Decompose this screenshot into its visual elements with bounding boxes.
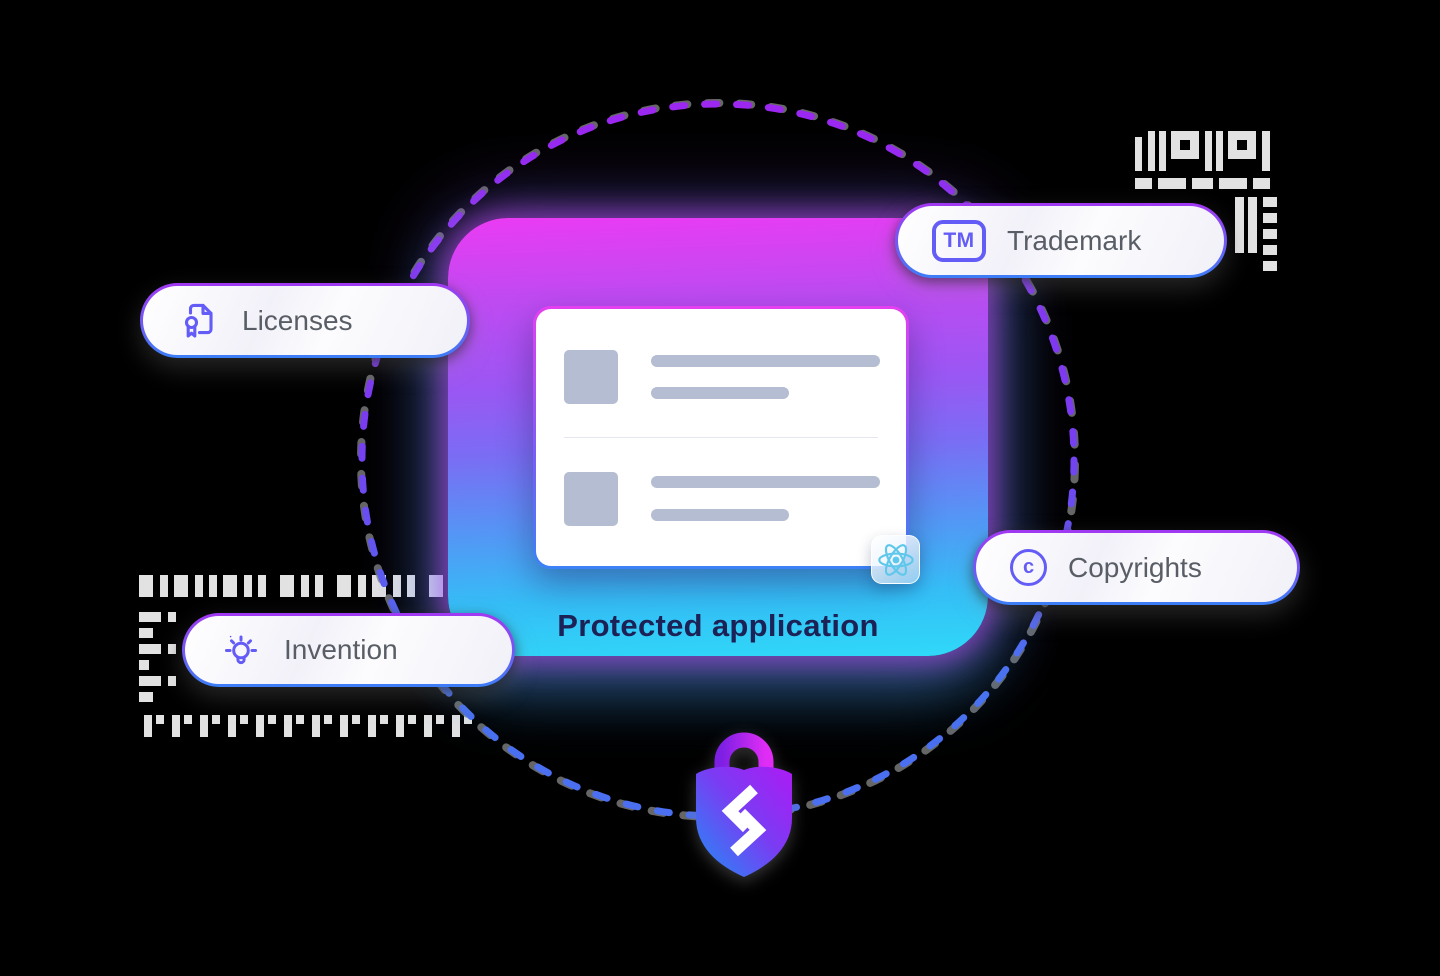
- pattern-cell: [195, 575, 203, 597]
- lock-shackle: [714, 732, 774, 788]
- react-icon: [877, 543, 914, 576]
- pattern-cell: [380, 715, 388, 724]
- pattern-cell: [1248, 197, 1257, 253]
- pattern-cell: [1135, 137, 1142, 171]
- pattern-cell: [352, 715, 360, 724]
- pattern-cell: [200, 715, 208, 737]
- pattern-cell: [139, 575, 153, 597]
- pattern-cell: [324, 715, 332, 724]
- pattern-cell: [168, 612, 176, 622]
- pattern-cell: [301, 575, 309, 597]
- pattern-cell: [1148, 131, 1155, 171]
- pattern-cell: [1135, 178, 1152, 189]
- pattern-cell: [1219, 178, 1247, 189]
- pattern-cell: [1158, 178, 1186, 189]
- pattern-cell: [139, 676, 161, 686]
- pattern-cell: [168, 676, 176, 686]
- text-line-placeholder: [651, 355, 880, 367]
- pattern-cell: [464, 715, 472, 724]
- pattern-cell: [296, 715, 304, 724]
- certificate-icon: [184, 303, 213, 338]
- badge-label: Copyrights: [1068, 551, 1202, 583]
- lock-shield-icon: [696, 732, 792, 877]
- pattern-cell: [436, 715, 444, 724]
- badge-invention: Invention: [182, 613, 515, 687]
- pattern-cell: [228, 715, 236, 737]
- tm-badge-icon: TM: [932, 219, 986, 262]
- pattern-cell: [337, 575, 351, 597]
- pattern-cell: [1263, 261, 1277, 271]
- pattern-cell: [212, 715, 220, 724]
- pattern-hole: [1237, 140, 1247, 150]
- pattern-cell: [393, 575, 401, 597]
- pattern-cell: [156, 715, 164, 724]
- badge-copyrights: c Copyrights: [973, 530, 1300, 605]
- pattern-cell: [1263, 245, 1277, 255]
- pattern-cell: [340, 715, 348, 737]
- avatar-placeholder: [564, 350, 618, 404]
- pattern-cell: [209, 575, 217, 597]
- badge-label: Trademark: [1007, 224, 1142, 256]
- text-line-placeholder: [651, 476, 880, 488]
- badge-trademark: TM Trademark: [895, 203, 1227, 278]
- pattern-cell: [240, 715, 248, 724]
- badge-label: Invention: [284, 634, 398, 665]
- pattern-cell: [258, 575, 266, 597]
- pattern-hole: [1180, 140, 1190, 150]
- pattern-cell: [139, 644, 161, 654]
- pattern-cell: [139, 692, 153, 702]
- lightbulb-icon: [225, 635, 257, 665]
- pattern-cell: [452, 715, 460, 737]
- text-line-placeholder: [651, 387, 789, 399]
- pattern-cell: [407, 575, 415, 597]
- pattern-cell: [174, 575, 188, 597]
- pattern-cell: [256, 715, 264, 737]
- pattern-cell: [168, 644, 176, 654]
- pattern-cell: [160, 575, 168, 597]
- pattern-cell: [424, 715, 432, 737]
- pattern-cell: [1159, 131, 1166, 171]
- pattern-cell: [315, 575, 323, 597]
- pattern-cell: [1263, 197, 1277, 207]
- copyright-icon: c: [1010, 549, 1047, 586]
- pattern-cell: [1263, 229, 1277, 239]
- react-badge: [871, 535, 920, 584]
- pattern-cell: [268, 715, 276, 724]
- pattern-cell: [1263, 213, 1277, 223]
- pattern-cell: [139, 612, 161, 622]
- pattern-cell: [280, 575, 294, 597]
- pattern-cell: [139, 660, 149, 670]
- pattern-cell: [1235, 197, 1244, 253]
- pattern-cell: [368, 715, 376, 737]
- pattern-cell: [1192, 178, 1213, 189]
- avatar-placeholder: [564, 472, 618, 526]
- pattern-cell: [1253, 178, 1270, 189]
- lock-logo-mark: [721, 784, 767, 857]
- pattern-cell: [172, 715, 180, 737]
- security-lock: [688, 726, 800, 880]
- pattern-cell: [358, 575, 366, 597]
- pattern-cell: [284, 715, 292, 737]
- pattern-cell: [1205, 131, 1212, 171]
- pattern-cell: [139, 628, 153, 638]
- pattern-cell: [223, 575, 237, 597]
- pattern-cell: [1216, 131, 1223, 171]
- badge-label: Licenses: [242, 304, 353, 336]
- pattern-cell: [408, 715, 416, 724]
- pattern-cell: [396, 715, 404, 737]
- gradient-panel: Protected application: [448, 218, 988, 656]
- pattern-cell: [144, 715, 152, 737]
- pattern-cell: [429, 575, 443, 597]
- qr-pattern-top-right: [1135, 131, 1277, 273]
- app-window-card: [533, 306, 920, 584]
- divider: [564, 437, 878, 438]
- badge-licenses: Licenses: [140, 283, 470, 358]
- pattern-cell: [1262, 131, 1270, 171]
- pattern-cell: [184, 715, 192, 724]
- text-line-placeholder: [651, 509, 789, 521]
- pattern-cell: [312, 715, 320, 737]
- panel-caption: Protected application: [557, 608, 879, 643]
- pattern-cell: [244, 575, 252, 597]
